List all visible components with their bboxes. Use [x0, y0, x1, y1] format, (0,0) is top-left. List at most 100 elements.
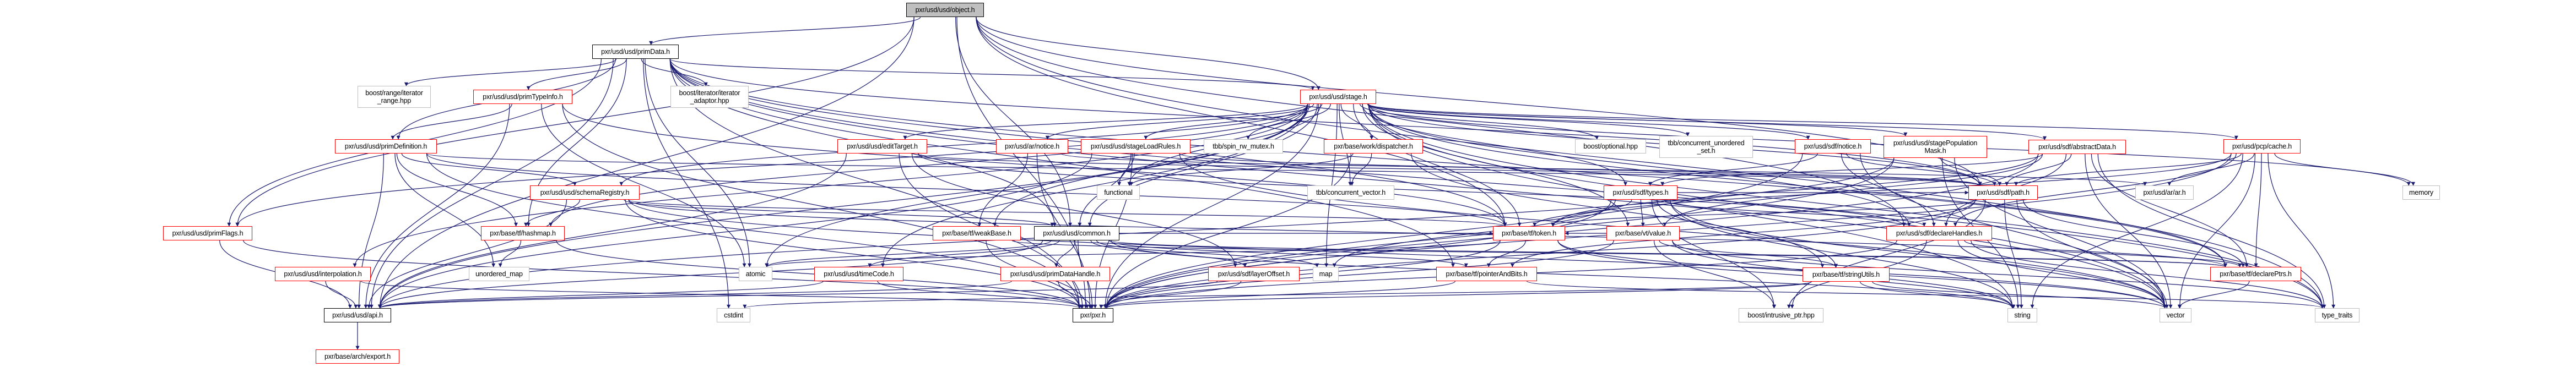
edge-sdfNotice-to-path: [1846, 153, 1996, 186]
edge-declareHandles-to-declarePtrs: [1964, 240, 2242, 267]
node-label: pxr/base/tf/weakBase.h: [942, 229, 1011, 237]
node-type-traits: type_traits: [2315, 308, 2359, 322]
node-unordered-map: unordered_map: [469, 267, 529, 281]
node-pxr-usd-usd-stagepopulationmask-h[interactable]: pxr/usd/usd/stagePopulation Mask.h: [1884, 136, 1987, 158]
edge-pcpCache-to-typeTraits: [2267, 153, 2336, 309]
node-label: pxr/base/tf/hashmap.h: [490, 229, 556, 237]
node-pxr-usd-usd-primflags-h[interactable]: pxr/usd/usd/primFlags.h: [163, 226, 252, 240]
node-pxr-usd-sdf-notice-h[interactable]: pxr/usd/sdf/notice.h: [1795, 139, 1871, 154]
edge-path-to-pxr: [1105, 199, 1976, 309]
edge-common-to-timeCode: [868, 240, 1060, 267]
node-label: pxr/usd/sdf/notice.h: [1804, 143, 1862, 150]
edge-stage-to-hashmap: [549, 103, 1308, 227]
node-label: pxr/pxr.h: [1080, 311, 1106, 319]
edge-object-to-stage: [976, 17, 1321, 90]
node-map: map: [1313, 267, 1339, 281]
node-pxr-usd-usd-primdata-h[interactable]: pxr/usd/usd/primData.h: [592, 45, 679, 59]
edge-stage-to-arNotice: [1045, 103, 1314, 140]
edge-editTarget-to-layerOffset: [911, 153, 1237, 267]
node-pxr-usd-usd-api-h[interactable]: pxr/usd/usd/api.h: [324, 308, 391, 322]
node-pxr-base-tf-stringutils-h[interactable]: pxr/base/tf/stringUtils.h: [1803, 267, 1890, 282]
edge-schemaRegistry-to-pxr: [625, 199, 1081, 309]
edge-schemaRegistry-to-hashmap: [524, 199, 581, 227]
node-pxr-usd-usd-stageloadrules-h[interactable]: pxr/usd/usd/stageLoadRules.h: [1081, 139, 1190, 154]
node-pxr-base-vt-value-h[interactable]: pxr/base/vt/value.h: [1606, 226, 1680, 240]
edge-primTypeInfo-to-token: [562, 103, 1507, 227]
node-label: pxr/base/tf/stringUtils.h: [1812, 271, 1880, 278]
edge-stage-to-primFlags: [235, 103, 1308, 227]
edge-primDefinition-to-hashmap: [396, 153, 518, 227]
edge-editTarget-to-path: [918, 153, 1982, 186]
node-pxr-usd-usd-interpolation-h[interactable]: pxr/usd/usd/interpolation.h: [275, 267, 371, 281]
node-pxr-base-arch-export-h[interactable]: pxr/base/arch/export.h: [316, 349, 399, 364]
node-label: tbb/spin_rw_mutex.h: [1213, 143, 1274, 150]
node-pxr-base-tf-weakbase-h[interactable]: pxr/base/tf/weakBase.h: [933, 226, 1021, 240]
node-label: string: [2014, 311, 2031, 319]
edge-declarePtrs-to-vector: [2177, 281, 2250, 309]
node-label: atomic: [745, 270, 766, 278]
node-label: pxr/base/tf/declarePtrs.h: [2220, 270, 2292, 278]
node-label: pxr/usd/usd/schemaRegistry.h: [540, 189, 630, 196]
edge-primDataHandle-to-api: [378, 281, 1012, 309]
node-pxr-base-tf-hashmap-h[interactable]: pxr/base/tf/hashmap.h: [481, 226, 565, 240]
node-pxr-usd-sdf-types-h[interactable]: pxr/usd/sdf/types.h: [1604, 185, 1677, 200]
edge-stage-to-token: [1353, 103, 1522, 227]
edge-sdfNotice-to-types: [1648, 153, 1818, 186]
node-pxr-usd-sdf-layeroffset-h[interactable]: pxr/usd/sdf/layerOffset.h: [1208, 267, 1300, 281]
node-pxr-base-tf-pointerandbits-h[interactable]: pxr/base/tf/pointerAndBits.h: [1436, 267, 1537, 281]
node-tbb-spin-rw-mutex-h: tbb/spin_rw_mutex.h: [1204, 139, 1283, 154]
node-pxr-usd-sdf-path-h[interactable]: pxr/usd/sdf/path.h: [1968, 185, 2038, 200]
edge-primDefinition-to-token: [426, 153, 1507, 227]
node-label: pxr/usd/usd/primData.h: [601, 48, 670, 56]
edge-stage-to-pcpCache: [1368, 103, 2238, 140]
node-pxr-usd-ar-notice-h[interactable]: pxr/usd/ar/notice.h: [996, 139, 1068, 154]
node-memory: memory: [2402, 185, 2440, 200]
edge-stringUtils-to-vector: [1872, 281, 2167, 309]
edge-abstractData-to-typeTraits: [2097, 154, 2326, 309]
node-pxr-base-work-dispatcher-h[interactable]: pxr/base/work/dispatcher.h: [1324, 139, 1423, 154]
edge-stage-to-common: [1087, 103, 1318, 227]
node-pxr-usd-usd-common-h[interactable]: pxr/usd/usd/common.h: [1034, 226, 1119, 240]
edge-stage-to-pxr: [1103, 103, 1319, 309]
edge-common-to-api: [378, 240, 1043, 309]
node-pxr-usd-usd-primtypeinfo-h[interactable]: pxr/usd/usd/primTypeInfo.h: [473, 90, 572, 104]
edge-token-to-atomic: [765, 240, 1501, 267]
node-pxr-usd-usd-edittarget-h[interactable]: pxr/usd/usd/editTarget.h: [837, 139, 927, 154]
edge-stage-to-abstractData: [1368, 103, 2047, 140]
edge-types-to-map: [1332, 199, 1616, 267]
node-label: pxr/usd/sdf/abstractData.h: [2038, 143, 2116, 151]
edge-primData-to-iterAdaptor: [641, 58, 708, 86]
edge-editTarget-to-api: [378, 153, 847, 309]
node-pxr-base-tf-declareptrs-h[interactable]: pxr/base/tf/declarePtrs.h: [2210, 267, 2301, 281]
node-label: pxr/usd/sdf/path.h: [1977, 189, 2030, 196]
node-pxr-usd-sdf-abstractdata-h[interactable]: pxr/usd/sdf/abstractData.h: [2028, 140, 2126, 154]
edge-common-to-map: [1096, 240, 1319, 267]
edge-value-to-typeTraits: [1672, 240, 2324, 309]
edge-primData-to-stage: [669, 58, 1315, 90]
node-label: pxr/usd/usd/stagePopulation Mask.h: [1893, 139, 1978, 155]
node-pxr-usd-usd-primdefinition-h[interactable]: pxr/usd/usd/primDefinition.h: [335, 139, 437, 154]
node-label: pxr/usd/pcp/cache.h: [2232, 143, 2292, 150]
node-pxr-usd-usd-schemaregistry-h[interactable]: pxr/usd/usd/schemaRegistry.h: [530, 185, 640, 200]
edge-types-to-stringUtils: [1657, 199, 1838, 268]
node-pxr-usd-usd-timecode-h[interactable]: pxr/usd/usd/timeCode.h: [814, 267, 903, 281]
node-label: pxr/usd/usd/stageLoadRules.h: [1090, 143, 1181, 150]
node-atomic: atomic: [739, 267, 772, 281]
edge-stage-to-timeCode: [881, 103, 1308, 267]
edge-primDefinition-to-schemaRegistry: [401, 153, 577, 186]
edge-stageLoadRules-to-functional: [1117, 153, 1135, 186]
node-pxr-usd-sdf-declarehandles-h[interactable]: pxr/usd/sdf/declareHandles.h: [1886, 226, 1992, 240]
edge-abstractData-to-declarePtrs: [2091, 154, 2249, 267]
node-pxr-usd-usd-stage-h[interactable]: pxr/usd/usd/stage.h: [1300, 90, 1376, 104]
node-label: pxr/usd/usd/primDataHandle.h: [1010, 270, 1101, 278]
node-pxr-usd-pcp-cache-h[interactable]: pxr/usd/pcp/cache.h: [2223, 139, 2301, 154]
edge-stringUtils-to-pxr: [1105, 281, 1812, 309]
node-pxr-usd-usd-primdatahandle-h[interactable]: pxr/usd/usd/primDataHandle.h: [1000, 267, 1110, 281]
edge-object-to-primFlags: [235, 17, 914, 227]
edge-sdfNotice-to-vector: [1860, 153, 2167, 309]
edge-dispatcher-to-functional: [1129, 153, 1354, 186]
node-pxr-base-tf-token-h[interactable]: pxr/base/tf/token.h: [1493, 226, 1565, 240]
node-label: pxr/usd/usd/primFlags.h: [172, 229, 243, 237]
node-pxr-pxr-h[interactable]: pxr/pxr.h: [1073, 308, 1113, 322]
node-label: pxr/usd/usd/primTypeInfo.h: [483, 93, 563, 101]
